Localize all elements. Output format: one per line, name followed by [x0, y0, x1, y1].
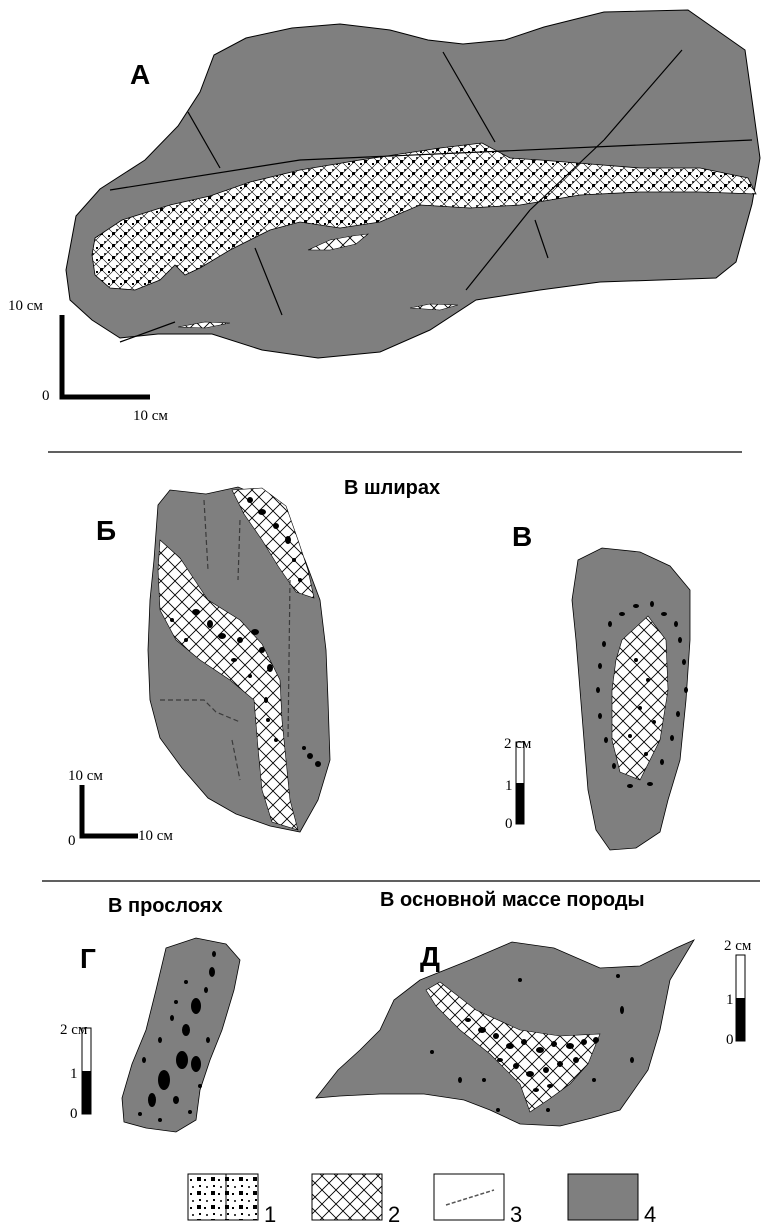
legend-item-4: 4	[568, 1174, 656, 1227]
legend-label-1: 1	[264, 1202, 276, 1227]
scale-g-top: 2 см	[60, 1022, 88, 1038]
caption-schlieren: В шлирах	[344, 477, 440, 499]
scale-g-mid: 1	[70, 1066, 78, 1082]
panel-a: А 10 см 0 10 см	[8, 10, 760, 424]
scale-b-origin: 0	[68, 833, 76, 849]
scale-a-x-label: 10 см	[133, 408, 168, 424]
scale-d-bottom: 0	[726, 1032, 734, 1048]
scale-g-bottom: 0	[70, 1106, 78, 1122]
caption-groundmass: В основной массе породы	[380, 889, 645, 911]
scale-bar-g: 2 см 1 0	[60, 1022, 91, 1122]
panel-g-letter: Г	[80, 943, 96, 974]
scale-v-top: 2 см	[504, 736, 532, 752]
legend-label-2: 2	[388, 1202, 400, 1227]
scale-bar-d: 2 см 1 0	[724, 938, 752, 1048]
panel-g: Г 2 см 1 0	[60, 938, 240, 1132]
legend-item-1: 1	[188, 1174, 276, 1227]
panel-v-letter: В	[512, 521, 532, 552]
scale-b-x-label: 10 см	[138, 828, 173, 844]
legend-item-3: 3	[434, 1174, 522, 1227]
panel-d: Д 2 см 1 0	[316, 938, 752, 1126]
panel-a-letter: А	[130, 59, 150, 90]
scale-d-mid: 1	[726, 992, 734, 1008]
panel-b-letter: Б	[96, 515, 116, 546]
rock-outline-g	[122, 938, 240, 1132]
scale-bar-v: 2 см 1 0	[504, 736, 532, 832]
scale-b-y-label: 10 см	[68, 768, 103, 784]
scale-v-bottom: 0	[505, 816, 513, 832]
panel-v: В 2 см 1 0	[504, 521, 690, 850]
panel-d-letter: Д	[420, 941, 440, 972]
legend-label-4: 4	[644, 1202, 656, 1227]
panel-b: Б 10 см 0 10 см	[68, 487, 330, 849]
scale-a-y-label: 10 см	[8, 298, 43, 314]
legend-item-2: 2	[312, 1174, 400, 1227]
scale-a-origin: 0	[42, 388, 50, 404]
legend: 1 2 3 4	[188, 1174, 656, 1227]
scale-bar-b: 10 см 0 10 см	[68, 768, 173, 849]
legend-label-3: 3	[510, 1202, 522, 1227]
scale-v-mid: 1	[505, 778, 513, 794]
caption-layers: В прослоях	[108, 895, 223, 917]
scale-d-top: 2 см	[724, 938, 752, 954]
